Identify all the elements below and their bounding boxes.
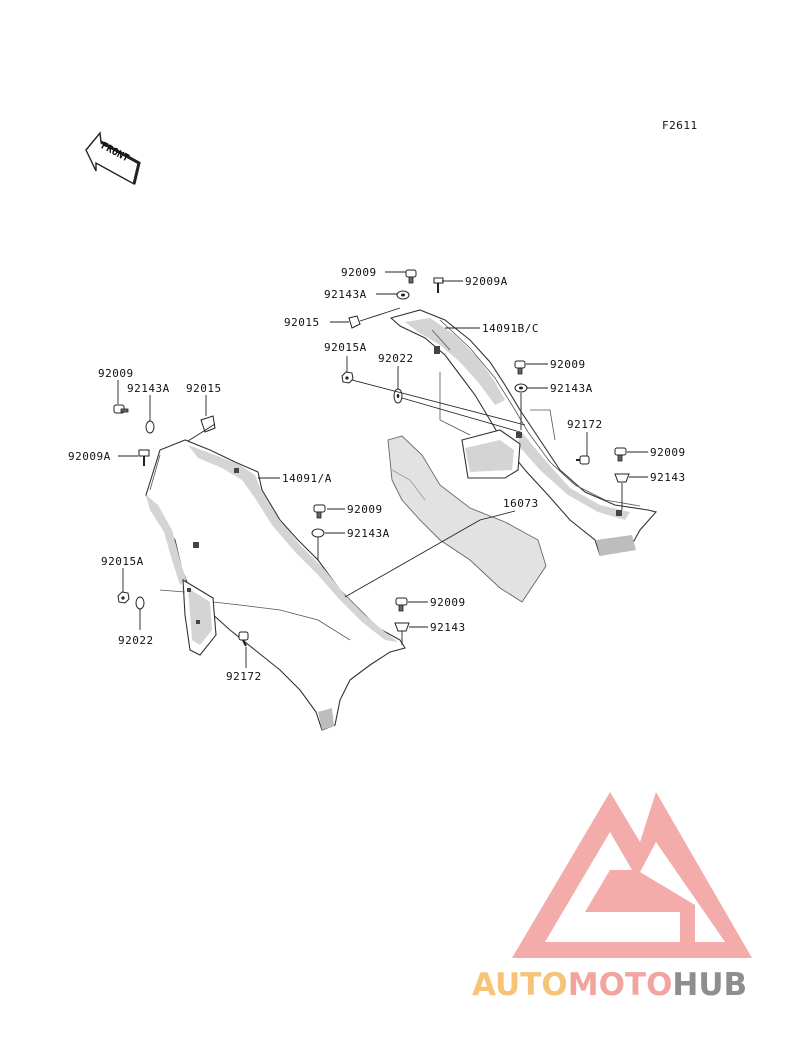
part-number-label: 92015A bbox=[324, 341, 367, 354]
side-cover-upper-right bbox=[389, 309, 658, 556]
washer-icon bbox=[514, 383, 528, 393]
watermark-logo: AUTOMOTOHUB bbox=[472, 792, 752, 1003]
part-number-label: 92172 bbox=[567, 418, 603, 431]
part-number-label: 14091B/C bbox=[482, 322, 539, 335]
figure-code: F2611 bbox=[662, 119, 698, 132]
part-number-label: 92009 bbox=[650, 446, 686, 459]
part-number-label: 92022 bbox=[378, 352, 414, 365]
fasteners bbox=[113, 269, 630, 647]
inner-panel bbox=[387, 435, 547, 603]
side-cover-left bbox=[145, 439, 406, 731]
part-number-label: 92143A bbox=[324, 288, 367, 301]
bolt-icon bbox=[138, 449, 150, 466]
bolt-icon bbox=[576, 455, 590, 465]
washer-icon bbox=[396, 290, 410, 300]
part-number-label: 92009 bbox=[341, 266, 377, 279]
brand-part3: HUB bbox=[672, 967, 747, 1003]
triangle-logo-icon bbox=[512, 792, 752, 958]
part-number-label: 92009 bbox=[550, 358, 586, 371]
nut-icon bbox=[117, 591, 130, 604]
bolt-icon bbox=[405, 269, 417, 284]
part-number-label: 92015A bbox=[101, 555, 144, 568]
part-number-label: 92172 bbox=[226, 670, 262, 683]
part-labels: 92009 92009A 92143A 92015 14091B/C 92015… bbox=[68, 266, 686, 683]
part-number-label: 92009 bbox=[347, 503, 383, 516]
clip-nut-icon bbox=[348, 315, 361, 329]
watermark-text: AUTOMOTOHUB bbox=[472, 967, 747, 1003]
washer-icon bbox=[311, 528, 325, 538]
part-number-label: 92009 bbox=[98, 367, 134, 380]
part-number-label: 92015 bbox=[186, 382, 222, 395]
bolt-icon bbox=[113, 404, 129, 414]
part-number-label: 92143A bbox=[550, 382, 593, 395]
washer-icon bbox=[135, 596, 145, 610]
bolt-icon bbox=[614, 447, 627, 462]
brand-part2: MOTO bbox=[568, 967, 673, 1003]
bolt-icon bbox=[395, 597, 408, 612]
clip-nut-icon bbox=[200, 415, 216, 433]
part-number-label: 16073 bbox=[503, 497, 539, 510]
part-number-label: 92009A bbox=[465, 275, 508, 288]
part-number-label: 92143 bbox=[430, 621, 466, 634]
leader-lines bbox=[117, 271, 648, 668]
grommet-icon bbox=[614, 473, 630, 483]
part-number-label: 92143A bbox=[127, 382, 170, 395]
bolt-icon bbox=[433, 277, 444, 293]
brand-part1: AUTO bbox=[472, 967, 568, 1003]
grommet-icon bbox=[394, 622, 410, 632]
nut-icon bbox=[341, 371, 354, 384]
part-number-label: 92143A bbox=[347, 527, 390, 540]
part-number-label: 14091/A bbox=[282, 472, 332, 485]
part-number-label: 92009A bbox=[68, 450, 111, 463]
part-number-label: 92015 bbox=[284, 316, 320, 329]
front-arrow-icon: FRONT bbox=[85, 131, 141, 186]
bolt-icon bbox=[313, 504, 326, 519]
part-number-label: 92143 bbox=[650, 471, 686, 484]
washer-icon bbox=[145, 420, 155, 434]
bolt-icon bbox=[514, 360, 526, 375]
bolt-icon bbox=[238, 631, 249, 647]
part-number-label: 92009 bbox=[430, 596, 466, 609]
part-number-label: 92022 bbox=[118, 634, 154, 647]
